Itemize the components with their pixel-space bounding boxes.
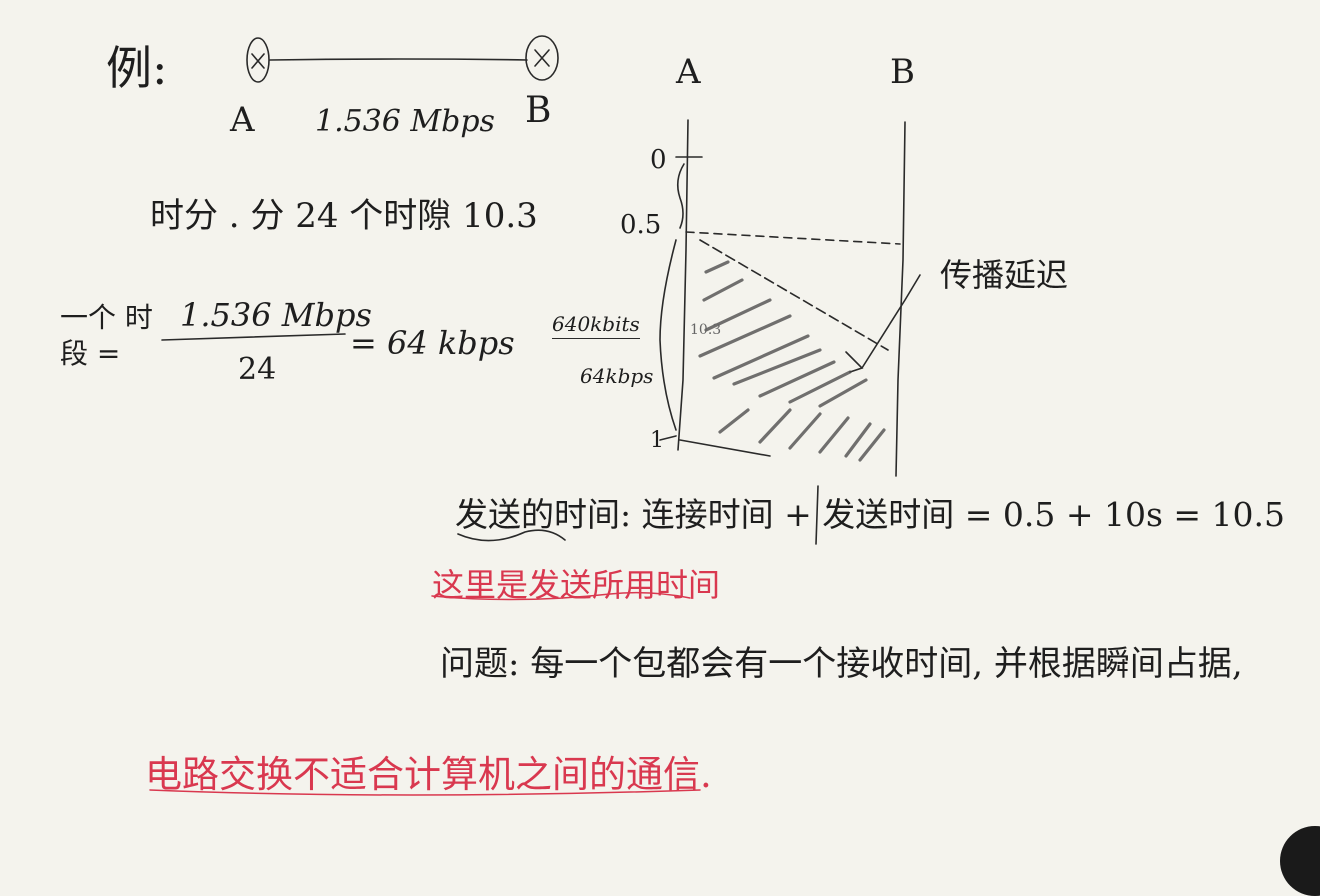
formula-prefix: 一个 时段 = [60, 301, 153, 370]
problem-text: 问题: 每一个包都会有一个接收时间, 并根据瞬间占据, [440, 644, 1243, 684]
formula-result: = 64 kbps [350, 324, 515, 362]
link-line [269, 58, 528, 61]
send-time-equation: 发送的时间: 连接时间 + 发送时间 = 0.5 + 10s = 10.5 [455, 495, 1286, 534]
node-b-label: B [525, 90, 552, 131]
fraction-denominator: 64kbps [580, 364, 654, 388]
formula-denominator: 24 [238, 352, 277, 387]
hatching [698, 260, 886, 462]
notes-drawing [149, 35, 921, 796]
fraction-bar [161, 333, 346, 341]
propagation-dashed-line [685, 231, 901, 245]
node-a-label: A [230, 100, 255, 140]
timeline-b [895, 121, 906, 477]
arrow-propagation [861, 274, 921, 369]
rate-label: 1.536 Mbps [315, 104, 495, 139]
red-underline-note [431, 591, 691, 601]
red-underline-conclusion [149, 789, 701, 796]
time-end: 1 [650, 428, 664, 453]
handwritten-notes-page: 例: A 1.536 Mbps B 时分 . 分 24 个时隙 10.3 一个 … [60, 35, 1320, 896]
node-a-circle [246, 37, 270, 83]
tick-end [659, 435, 677, 441]
time-0: 0 [650, 145, 667, 175]
signal-diagonal-top [699, 239, 889, 351]
node-b-circle [525, 35, 559, 81]
example-label: 例: [106, 41, 168, 95]
arrow-head [845, 351, 864, 373]
caret-1 [815, 485, 819, 545]
timeline-a [677, 119, 689, 451]
bottom-dash [679, 439, 771, 457]
brace-transmission [659, 239, 677, 431]
node-a-x [251, 53, 265, 69]
inside-label: 10.3 [690, 322, 722, 338]
formula-numerator: 1.536 Mbps [180, 296, 372, 334]
fraction-numerator: 640kbits [552, 312, 640, 339]
brace-0-05 [676, 163, 685, 229]
channels-note: 时分 . 分 24 个时隙 10.3 [150, 196, 538, 236]
node-b-x [534, 49, 550, 67]
send-underline [457, 529, 566, 542]
time-05: 0.5 [620, 210, 662, 240]
propagation-delay-label: 传播延迟 [940, 256, 1069, 294]
diagram-col-b: B [890, 52, 915, 92]
send-time-red-note: 这里是发送所用时间 [432, 566, 721, 604]
diagram-col-a: A [676, 52, 701, 92]
conclusion-text: 电路交换不适合计算机之间的通信. [145, 753, 712, 796]
